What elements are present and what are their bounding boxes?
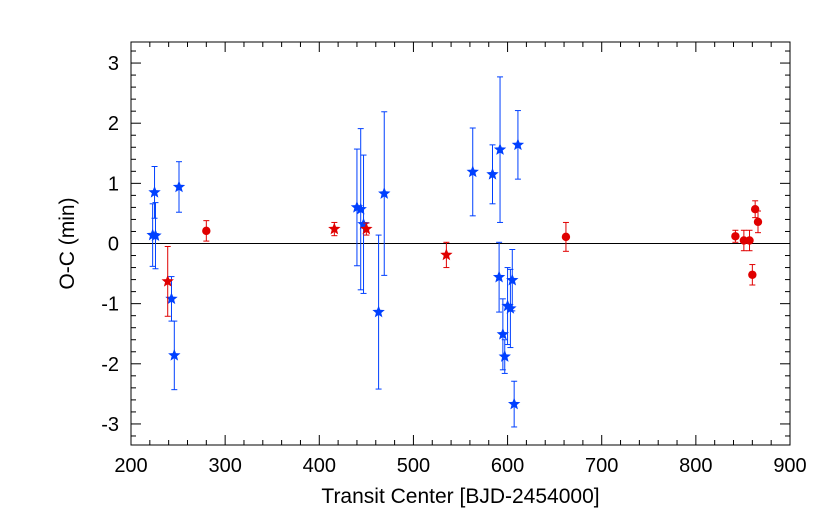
star-marker	[511, 138, 525, 151]
star-marker	[498, 350, 511, 362]
star-marker	[501, 299, 514, 312]
circle-marker	[202, 226, 211, 236]
data-point-0-20	[507, 380, 521, 428]
data-point-0-4	[168, 320, 181, 391]
star-marker	[486, 167, 499, 180]
circle-marker	[748, 270, 757, 279]
y-tick-label: -3	[101, 414, 119, 436]
data-point-0-12	[486, 144, 499, 205]
y-tick-label: 1	[108, 173, 119, 195]
data-point-0-16	[498, 339, 511, 374]
star-marker	[372, 305, 385, 318]
data-point-2-4	[745, 229, 754, 252]
data-point-0-8	[357, 154, 370, 294]
data-point-0-13	[492, 241, 506, 313]
x-tick-label: 300	[208, 455, 241, 477]
circle-marker	[731, 232, 740, 241]
data-point-0-19	[506, 249, 519, 312]
star-marker	[172, 180, 186, 193]
data-point-0-14	[493, 76, 507, 223]
data-point-1-1	[328, 221, 341, 237]
data-point-0-11	[466, 127, 479, 217]
star-marker	[493, 143, 507, 155]
data-point-0-10	[378, 111, 391, 276]
y-tick-label: 3	[108, 53, 119, 75]
circle-marker	[753, 217, 763, 227]
data-point-2-0	[202, 220, 211, 242]
x-tick-label: 700	[585, 455, 618, 477]
star-marker	[149, 229, 162, 241]
star-marker	[496, 327, 510, 340]
data-point-1-3	[440, 241, 453, 269]
star-marker	[506, 273, 519, 286]
axes-group	[130, 41, 791, 446]
data-point-0-2	[149, 202, 162, 270]
x-tick-label: 200	[114, 455, 147, 477]
tick-labels-group: 200 300 400 500 600 700 800 900 -3 -2 -1 0 1 2 3	[101, 53, 806, 477]
star-marker	[161, 274, 174, 287]
circle-marker	[561, 232, 571, 242]
x-tick-label: 900	[773, 455, 806, 477]
x-tick-label: 400	[303, 455, 336, 477]
star-marker	[507, 397, 521, 410]
data-point-0-21	[511, 110, 525, 180]
x-axis-title: Transit Center [BJD-2454000]	[321, 485, 599, 508]
data-point-0-1	[148, 166, 161, 219]
star-marker	[168, 348, 181, 361]
star-marker	[378, 187, 391, 199]
circle-marker	[745, 236, 754, 245]
star-marker	[492, 270, 506, 283]
y-axis-title: O-C (min)	[56, 197, 79, 289]
data-point-2-2	[731, 229, 740, 243]
y-tick-label: 2	[108, 113, 119, 135]
data-point-1-0	[161, 246, 174, 317]
y-tick-label: 0	[108, 234, 119, 256]
star-marker	[440, 248, 453, 261]
y-tick-label: -2	[101, 354, 119, 376]
data-point-2-5	[748, 264, 757, 286]
star-marker	[350, 200, 364, 213]
data-point-0-17	[501, 267, 514, 346]
star-marker	[360, 222, 373, 235]
x-tick-label: 600	[491, 455, 524, 477]
star-marker	[504, 301, 517, 314]
data-point-2-1	[561, 221, 571, 252]
x-tick-label: 800	[679, 455, 712, 477]
star-marker	[165, 292, 178, 305]
data-points-group	[146, 76, 763, 428]
data-point-2-7	[753, 210, 763, 234]
data-point-0-5	[172, 161, 186, 213]
y-tick-label: -1	[101, 294, 119, 316]
star-marker	[148, 185, 161, 198]
data-point-1-2	[360, 222, 373, 236]
star-marker	[328, 222, 341, 235]
star-marker	[354, 202, 367, 215]
star-marker	[357, 217, 370, 230]
data-point-0-9	[372, 234, 385, 390]
x-tick-label: 500	[397, 455, 430, 477]
star-marker	[466, 165, 479, 178]
